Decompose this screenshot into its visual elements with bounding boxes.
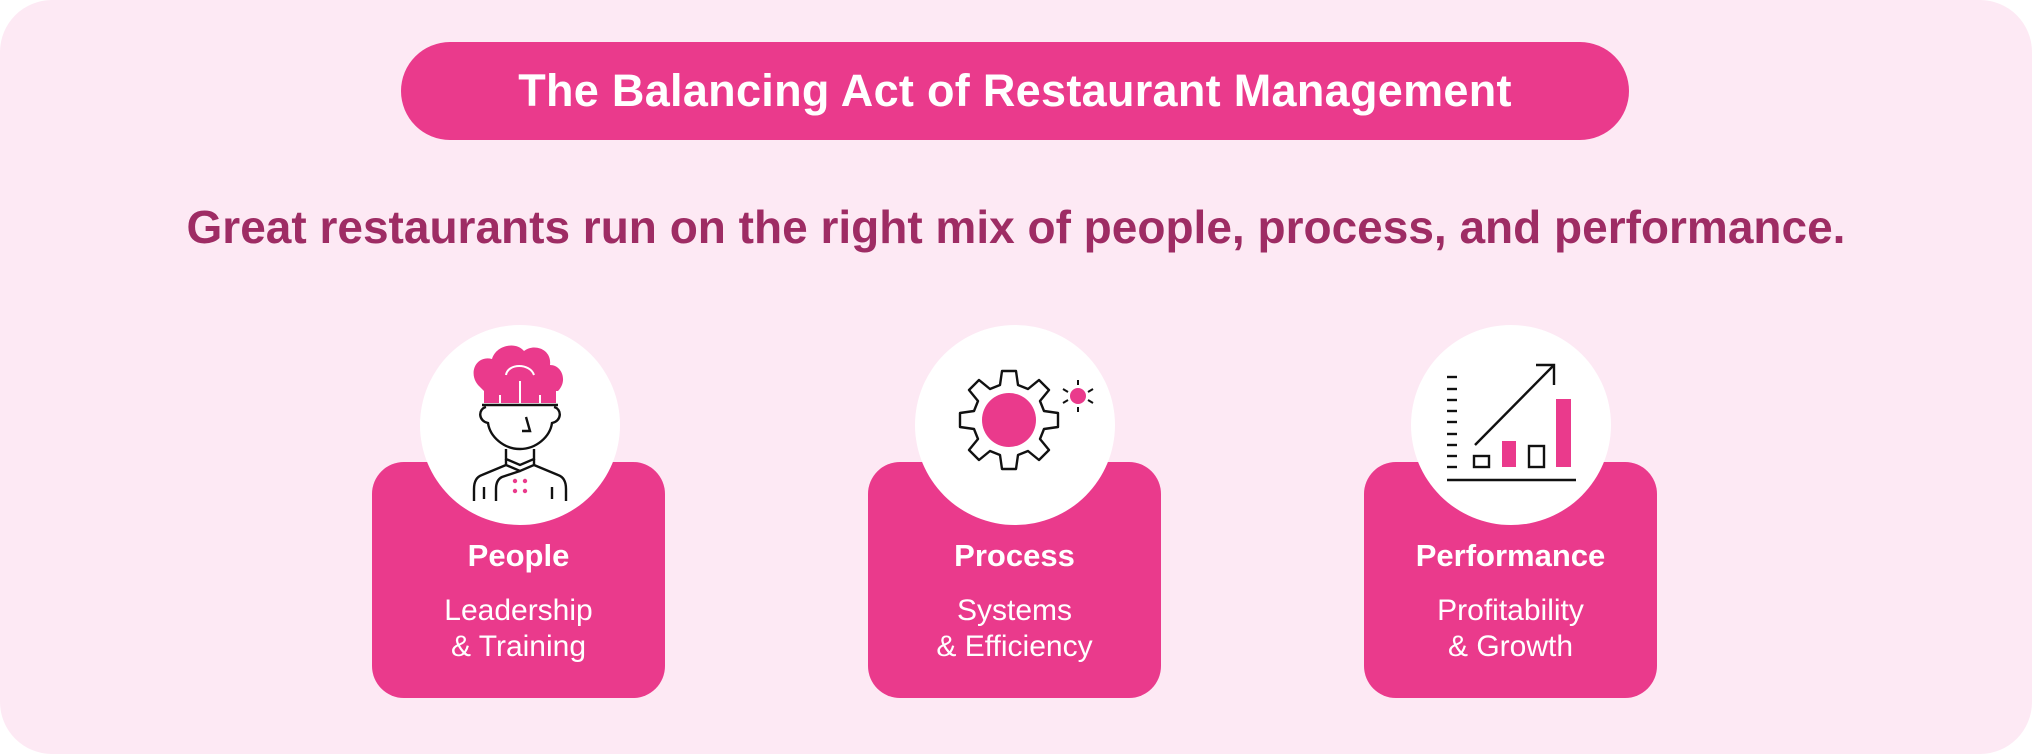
pillar-description: Profitability & Growth xyxy=(1364,593,1657,665)
growth-chart-icon xyxy=(1447,363,1576,482)
pillar-description: Leadership & Training xyxy=(372,593,665,665)
pillar-description-line: Profitability xyxy=(1437,594,1584,627)
title-banner: The Balancing Act of Restaurant Manageme… xyxy=(401,42,1629,140)
subtitle: Great restaurants run on the right mix o… xyxy=(0,200,2032,254)
pillar-title: People xyxy=(467,538,570,573)
pillar-icon-circle-performance xyxy=(1411,325,1611,525)
chef-icon xyxy=(472,345,568,501)
subtitle-lead: Great restaurants run on the right mix o… xyxy=(186,201,1084,253)
page-title: The Balancing Act of Restaurant Manageme… xyxy=(518,65,1512,116)
pillar-description-line: & Efficiency xyxy=(936,630,1093,663)
pillar-description-line: Leadership xyxy=(444,594,593,627)
subtitle-emphasis: people, process, and performance. xyxy=(1083,201,1846,253)
pillar-icon-circle-process xyxy=(915,325,1115,525)
pillar-icon-circle-people xyxy=(420,325,620,525)
pillar-card-process: Process Systems & Efficiency xyxy=(868,462,1161,698)
pillar-title: Performance xyxy=(1415,538,1606,573)
pillar-description-line: & Training xyxy=(450,630,587,663)
pillar-description-line: & Growth xyxy=(1447,630,1574,663)
pillar-title: Process xyxy=(954,538,1075,573)
pillar-description-line: Systems xyxy=(956,594,1073,627)
gear-icon xyxy=(958,369,1094,471)
pillar-description: Systems & Efficiency xyxy=(868,593,1161,665)
